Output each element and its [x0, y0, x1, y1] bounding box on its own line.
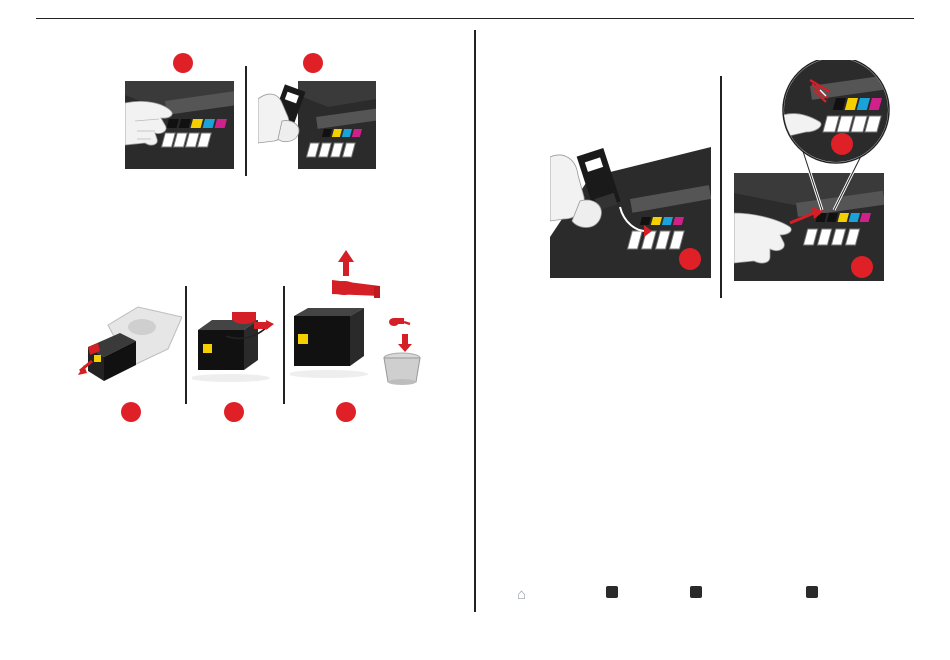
illustration-twist-off-cap: [192, 308, 278, 384]
step-badge-1: [173, 53, 193, 73]
nav-square-1[interactable]: [606, 586, 618, 598]
photo-insert-cartridge: [550, 147, 711, 278]
step-badge-1: [121, 402, 141, 422]
nav-square-2[interactable]: [690, 586, 702, 598]
nav-square-3[interactable]: [806, 586, 818, 598]
step-badge-2: [224, 402, 244, 422]
header-rule: [36, 18, 914, 19]
figure-3-separator: [720, 76, 722, 298]
step-badge-3: [336, 402, 356, 422]
magnifier-callout: [780, 60, 892, 230]
figure-2-separator-2: [283, 286, 285, 404]
figure-1-separator: [245, 66, 247, 176]
photo-press-release-tab: [125, 81, 234, 169]
step-badge-2: [303, 53, 323, 73]
figure-2-separator-1: [185, 286, 187, 404]
column-divider: [474, 30, 476, 612]
photo-lift-out-cartridge: [258, 81, 376, 169]
illustration-unpack-cartridge: [78, 305, 182, 385]
home-icon[interactable]: ⌂: [517, 587, 526, 602]
illustration-discard-cap: [290, 250, 422, 386]
